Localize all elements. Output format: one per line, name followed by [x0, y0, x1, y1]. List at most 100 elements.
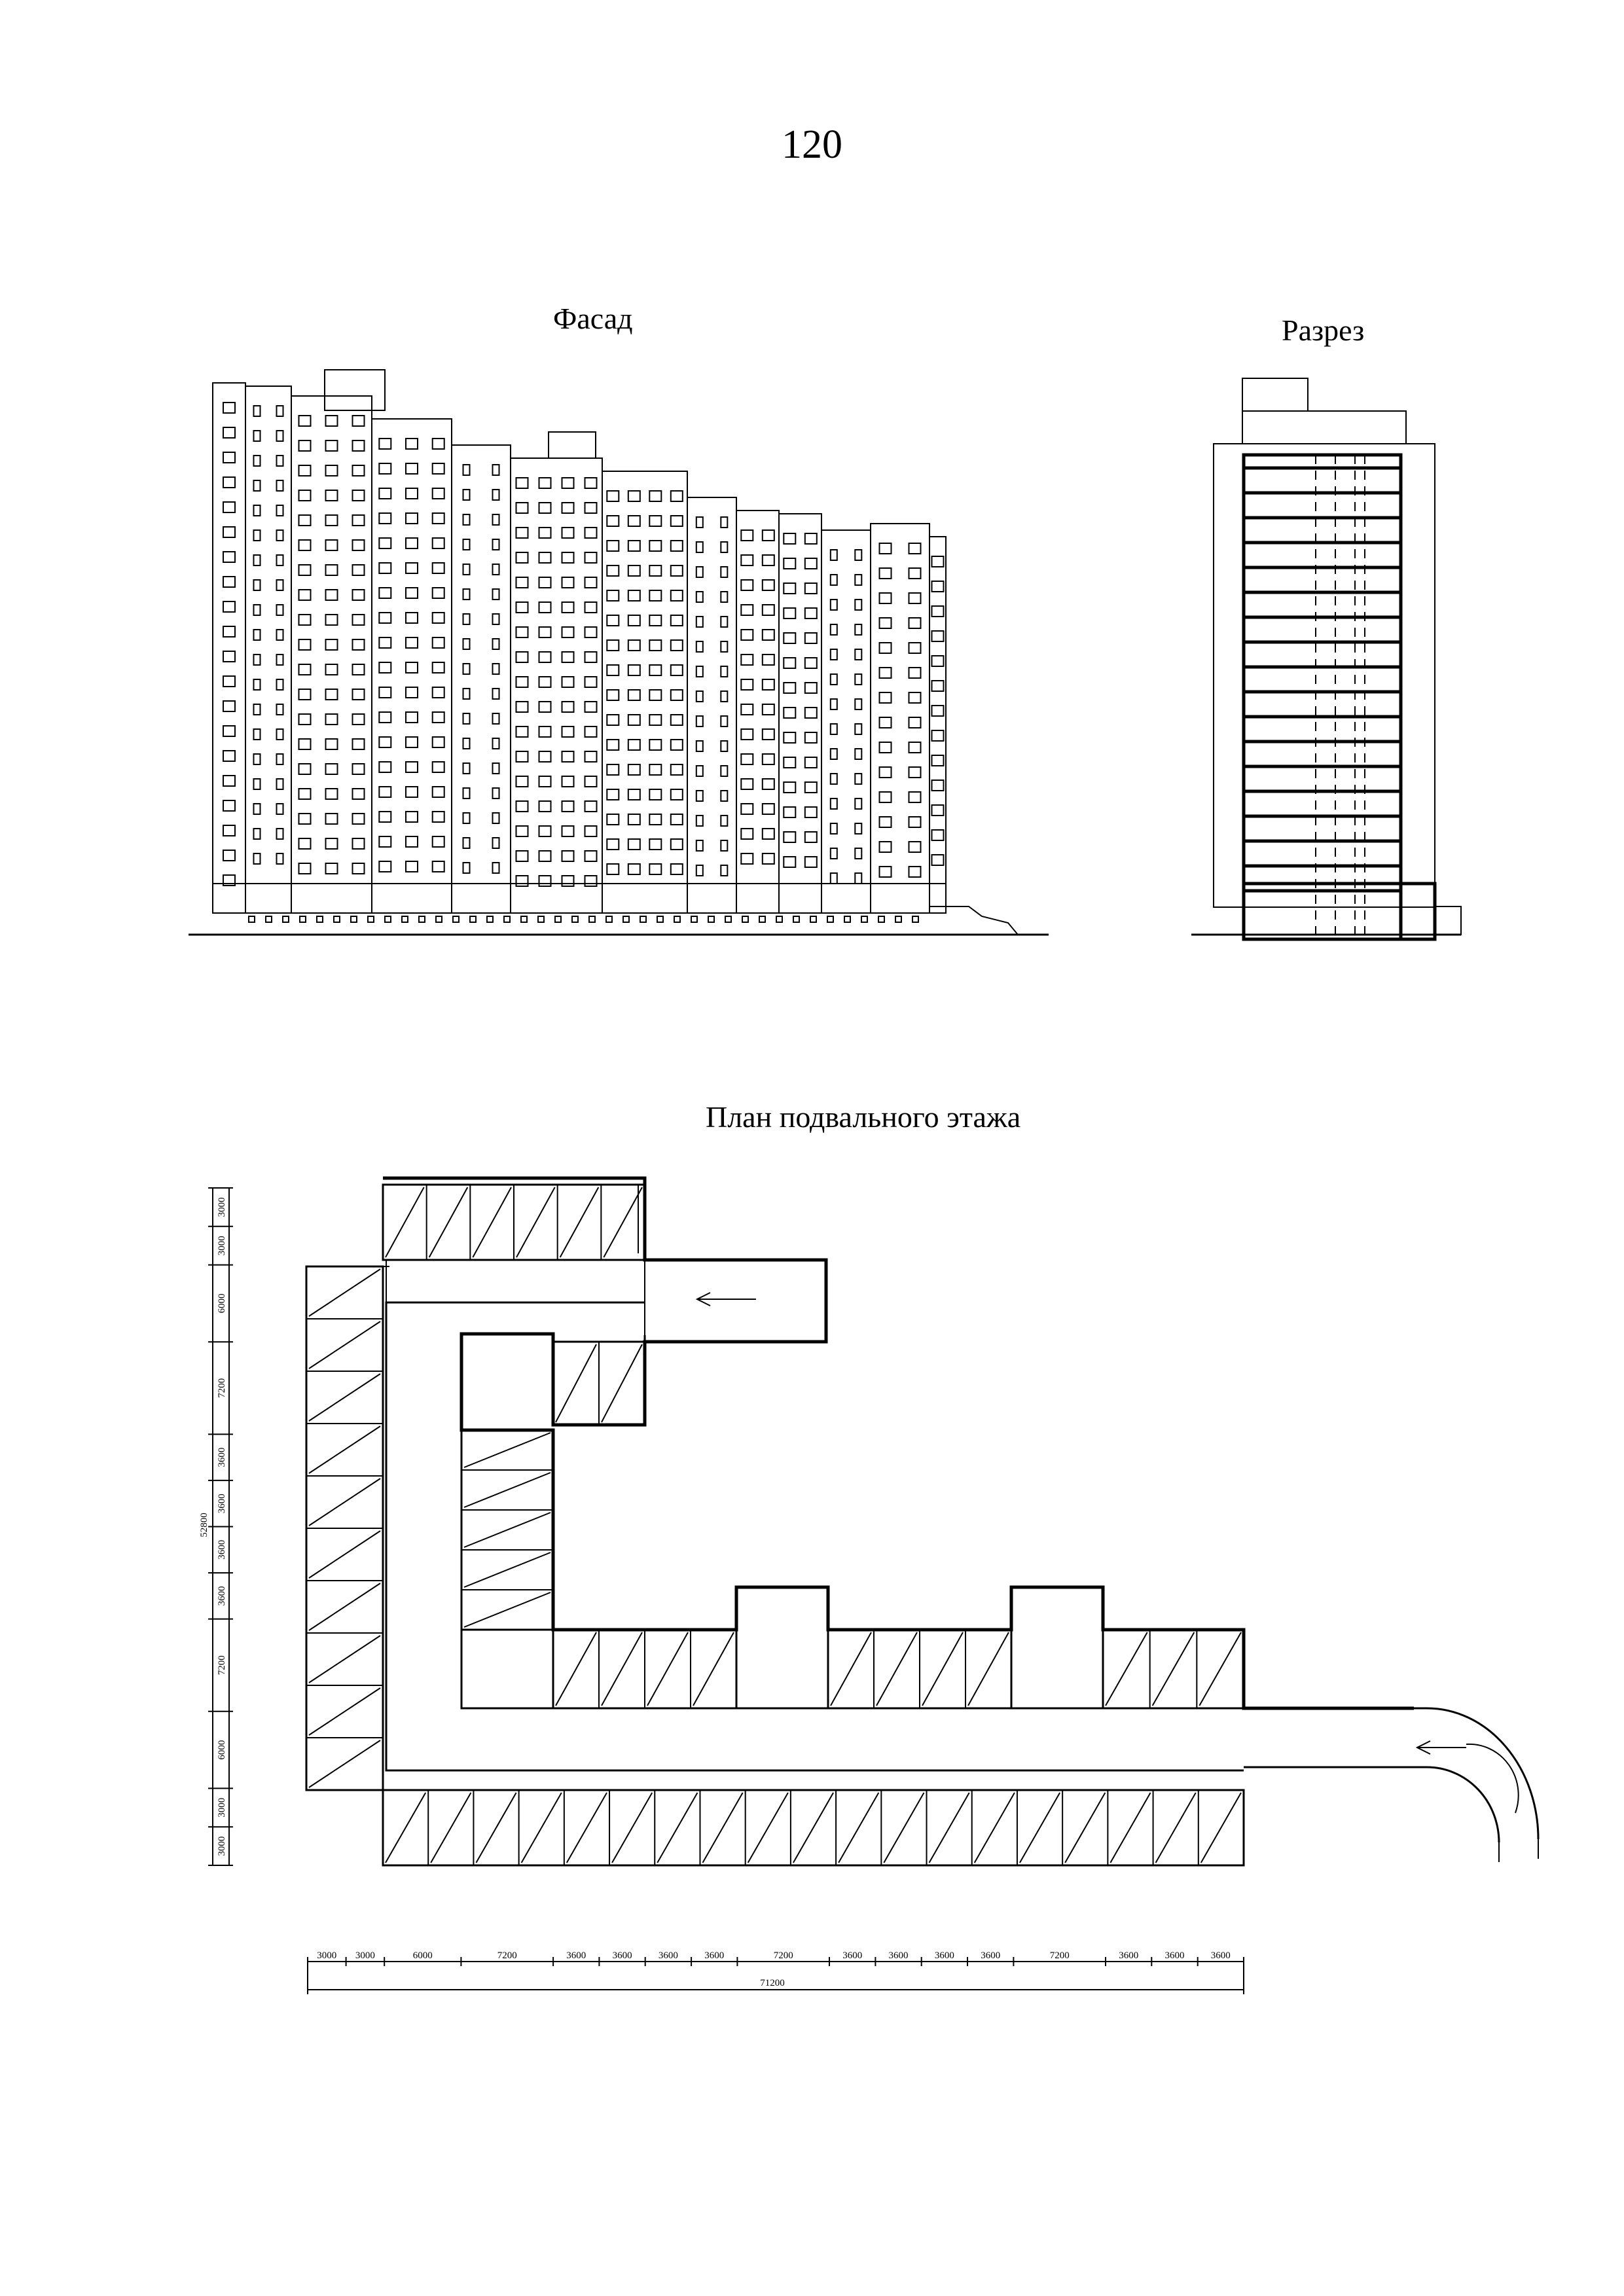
facade-window: [405, 786, 418, 798]
facade-base-window: [861, 916, 868, 923]
facade-window: [223, 700, 236, 712]
ground-slope: [929, 906, 1019, 935]
facade-window: [561, 651, 575, 663]
facade-window: [720, 691, 729, 702]
facade-window: [405, 488, 418, 499]
facade-section: [245, 386, 292, 914]
vertical-dimension-label: 6000: [217, 1740, 227, 1760]
horizontal-dimension-label: 7200: [497, 1950, 517, 1961]
facade-section: [778, 513, 822, 914]
facade-window: [829, 773, 838, 785]
facade-window: [405, 512, 418, 524]
facade-window: [908, 642, 922, 654]
ramp-inner: [1244, 1766, 1500, 1843]
facade-window: [405, 637, 418, 649]
facade-window: [720, 815, 729, 827]
vertical-dimension-label: 3600: [217, 1448, 227, 1467]
facade-window: [908, 791, 922, 803]
facade-window: [325, 514, 338, 526]
facade-window: [829, 798, 838, 810]
facade-window: [253, 679, 261, 691]
facade-window: [720, 591, 729, 603]
parking-bay-diagonal: [428, 1187, 469, 1258]
facade-window: [720, 541, 729, 553]
section-machine-room: [1242, 378, 1308, 412]
facade-window: [352, 639, 365, 651]
facade-window: [378, 537, 392, 549]
facade-window: [253, 579, 261, 591]
facade-window: [878, 866, 892, 878]
facade-window: [584, 502, 598, 514]
facade-window: [584, 552, 598, 564]
facade-window: [223, 825, 236, 836]
parking-bay-diagonal: [928, 1792, 970, 1863]
facade-base-window: [299, 916, 306, 923]
facade-window: [720, 715, 729, 727]
facade-window: [492, 663, 500, 675]
facade-window: [740, 654, 754, 666]
facade-window: [649, 590, 662, 601]
facade-section: [451, 444, 511, 914]
facade-window: [670, 814, 683, 825]
facade-elevation: [189, 369, 1049, 936]
facade-window: [720, 666, 729, 677]
section-annex: [1434, 906, 1462, 935]
facade-window: [561, 726, 575, 738]
facade-window: [405, 811, 418, 823]
facade-window: [538, 726, 552, 738]
facade-window: [352, 539, 365, 551]
facade-window: [649, 565, 662, 577]
facade-window: [276, 704, 284, 715]
facade-window: [931, 755, 945, 766]
facade-window: [606, 814, 620, 825]
facade-window: [829, 549, 838, 561]
facade-window: [649, 838, 662, 850]
parking-bay-diagonal: [1105, 1632, 1148, 1706]
facade-window: [378, 687, 392, 698]
facade-window: [223, 725, 236, 737]
facade-window: [276, 853, 284, 865]
facade-window: [352, 788, 365, 800]
section-outline: [1213, 443, 1435, 908]
facade-base-window: [486, 916, 494, 923]
facade-window: [740, 778, 754, 790]
facade-window: [431, 637, 445, 649]
facade-window: [431, 587, 445, 599]
facade-window: [253, 853, 261, 865]
facade-window: [538, 601, 552, 613]
horizontal-dimension-label: 3600: [981, 1950, 1000, 1961]
facade-window: [606, 689, 620, 701]
facade-window: [761, 803, 775, 815]
facade-window: [462, 663, 471, 675]
facade-caption: Фасад: [553, 302, 633, 335]
facade-window: [462, 837, 471, 849]
facade-window: [584, 477, 598, 489]
facade-window: [720, 566, 729, 578]
facade-window: [584, 527, 598, 539]
horizontal-dimension-label: 3600: [613, 1950, 632, 1961]
facade-base-window: [827, 916, 834, 923]
facade-window: [538, 850, 552, 862]
facade-window: [804, 707, 818, 719]
parking-bay-diagonal: [657, 1792, 698, 1863]
facade-window: [584, 875, 598, 887]
facade-window: [223, 551, 236, 563]
corridor-wall: [385, 1301, 1244, 1772]
facade-window: [378, 463, 392, 475]
facade-window: [584, 850, 598, 862]
facade-window: [627, 838, 641, 850]
facade-window: [298, 589, 312, 601]
facade-window: [783, 682, 797, 694]
facade-window: [276, 455, 284, 467]
facade-window: [761, 778, 775, 790]
facade-window: [405, 463, 418, 475]
facade-window: [462, 713, 471, 725]
facade-window: [223, 874, 236, 886]
facade-window: [695, 616, 704, 628]
roof-structure: [324, 369, 386, 411]
facade-window: [515, 875, 529, 887]
facade-base-window: [248, 916, 255, 923]
facade-window: [298, 813, 312, 825]
facade-window: [584, 577, 598, 588]
facade-window: [492, 514, 500, 526]
